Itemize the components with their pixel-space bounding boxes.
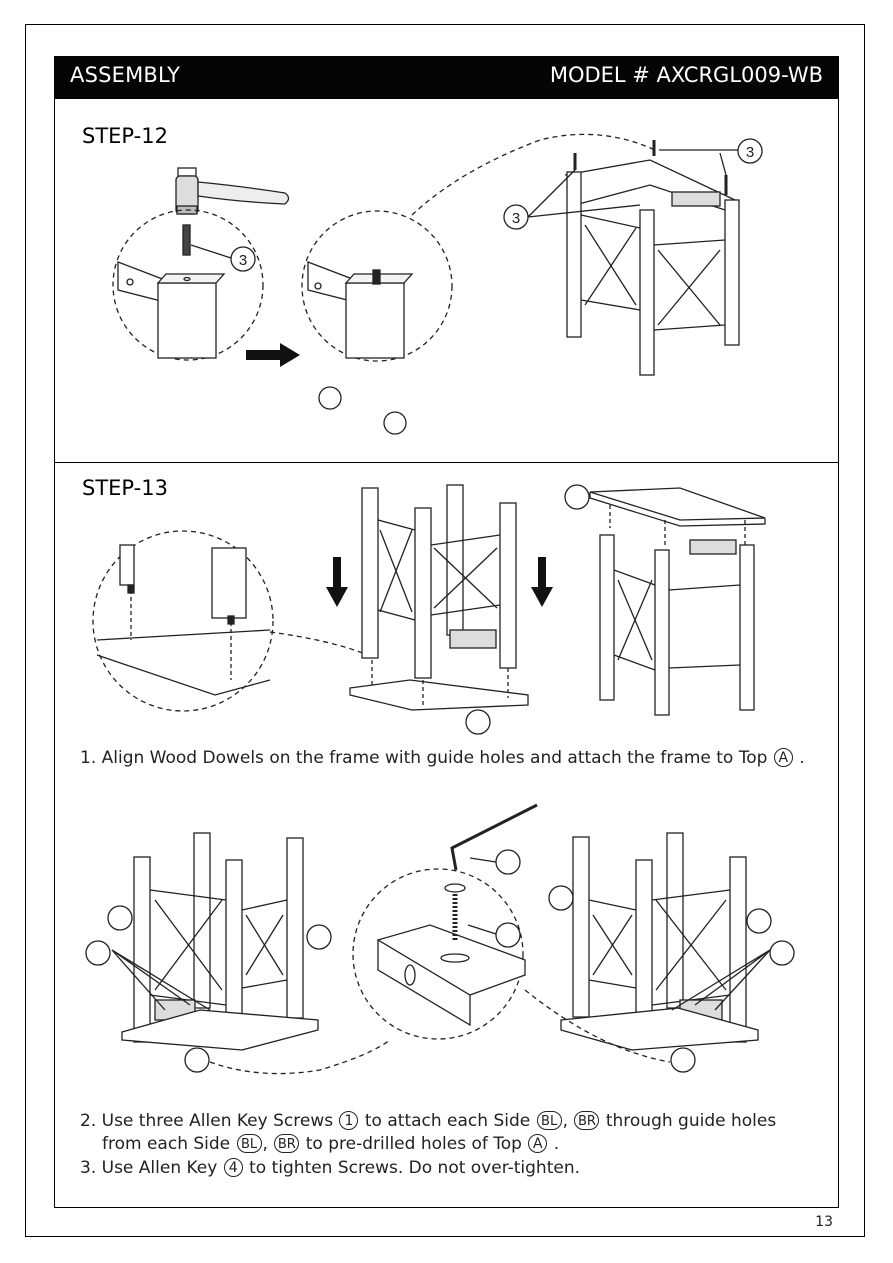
empty-callout-circle [564,484,590,510]
empty-callout-circle [318,386,342,410]
empty-callout-circle [548,885,574,911]
part-ref-bl: BL [236,1134,262,1153]
part-ref-4: 4 [223,1158,243,1177]
instruction-1-end: . [793,748,805,768]
svg-text:3: 3 [746,144,754,161]
empty-callout-circle [769,940,795,966]
arrow-down-icon [326,557,348,607]
empty-callout-circle [746,908,772,934]
page-number: 13 [815,1214,833,1230]
callout-screw-3: 3 [190,244,256,272]
content-frame [54,98,839,1208]
part-ref-1: 1 [339,1111,359,1130]
instruction-3-text: 3. Use Allen Key [80,1158,223,1178]
zoom-detail-right [301,210,453,362]
callout-screw-3: 3 [659,138,763,176]
callout-screw-3: 3 [503,169,641,230]
empty-callout-circle [670,1047,696,1073]
empty-callout-circle [107,905,133,931]
instruction-2-text: 2. Use three Allen Key Screws [80,1111,339,1131]
instruction-2-text: through guide holes [600,1111,777,1131]
step-divider [54,462,839,463]
zoom-detail-dowels [92,530,274,712]
instruction-2-continued: from each Side BL, BR to pre-drilled hol… [102,1134,559,1154]
part-ref-a: A [773,748,793,767]
empty-callout-circle [85,940,111,966]
leader-line [269,631,369,656]
svg-text:3: 3 [512,210,520,227]
arrow-down-icon [531,557,553,607]
part-ref-br: BR [274,1134,300,1153]
leader-line [524,989,671,1063]
instruction-2b-text: . [548,1134,560,1154]
instruction-2b-text: , [262,1134,274,1154]
frame-right-screws-drawing [560,832,771,1051]
instruction-2-text: , [562,1111,574,1131]
instruction-1-text: 1. Align Wood Dowels on the frame with g… [80,748,773,768]
frame-step12-drawing [564,140,740,376]
step-12-title: STEP-12 [82,124,168,148]
section-title: ASSEMBLY [70,63,181,87]
empty-callout-circle [306,924,332,950]
empty-callout-circle [495,849,521,875]
instruction-2: 2. Use three Allen Key Screws 1 to attac… [80,1111,776,1131]
leader-line [209,1039,391,1075]
mallet-icon [175,167,290,215]
part-ref-a: A [528,1134,548,1153]
part-ref-br: BR [574,1111,600,1130]
instruction-2b-text: from each Side [102,1134,236,1154]
part-ref-bl: BL [536,1111,562,1130]
instruction-2-text: to attach each Side [359,1111,536,1131]
step-13-title: STEP-13 [82,476,168,500]
instruction-1: 1. Align Wood Dowels on the frame with g… [80,748,805,768]
model-number: MODEL # AXCRGL009-WB [549,63,823,87]
frame-with-top-drawing [589,487,766,716]
zoom-detail-left [112,209,264,361]
frame-upside-down-drawing [349,484,529,711]
arrow-right-icon [246,343,300,367]
page-header: ASSEMBLY MODEL # AXCRGL009-WB [54,56,839,98]
empty-callout-circle [184,1047,210,1073]
allen-key-icon [450,803,538,935]
instruction-2b-text: to pre-drilled holes of Top [300,1134,528,1154]
instruction-3-text: to tighten Screws. Do not over-tighten. [243,1158,580,1178]
page-border [25,24,865,1237]
leader-line [411,133,656,216]
svg-text:3: 3 [239,252,247,269]
instruction-3: 3. Use Allen Key 4 to tighten Screws. Do… [80,1158,580,1178]
frame-left-screws-drawing [111,832,319,1051]
empty-callout-circle [383,411,407,435]
empty-callout-circle [495,922,521,948]
zoom-detail-allen-screw [352,868,526,1040]
empty-callout-circle [465,709,491,735]
